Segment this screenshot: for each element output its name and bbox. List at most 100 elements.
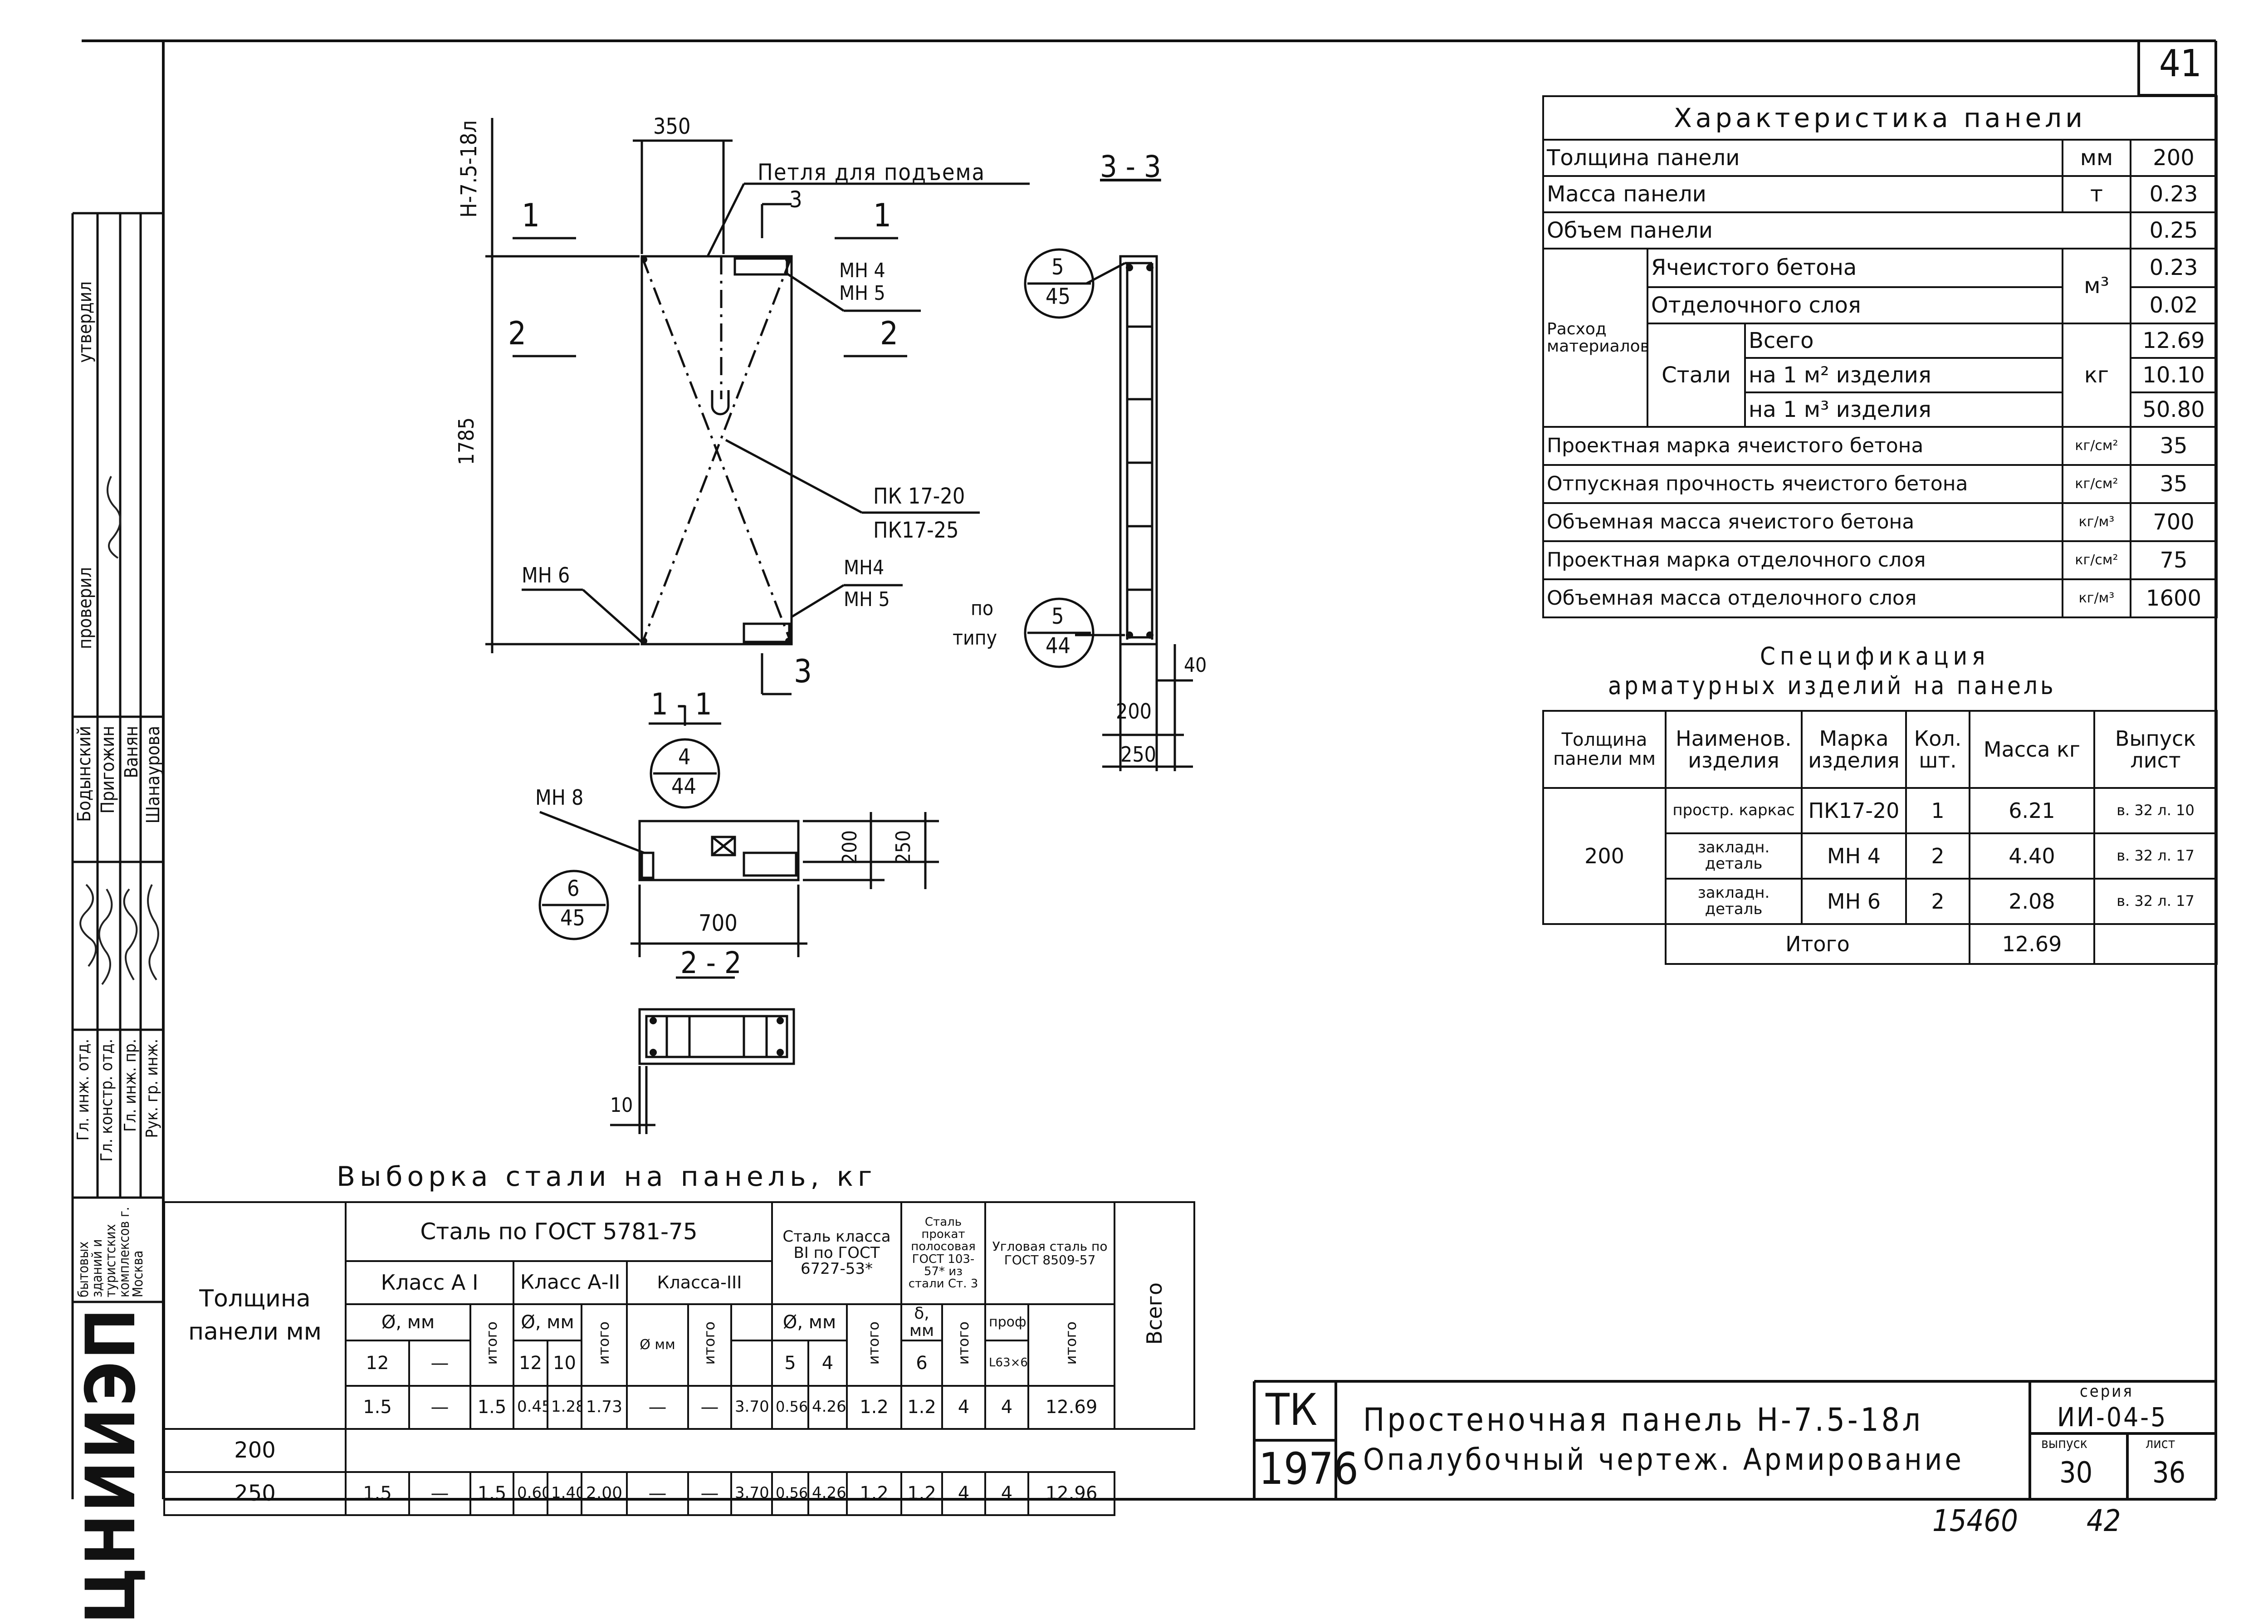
prop-4-unit: кг/м³ (2062, 578, 2131, 618)
page-number: 42 (2087, 1503, 2121, 1538)
r0-a3-tot: — (687, 1384, 732, 1430)
sub-a2-10: 10 (547, 1339, 582, 1387)
prop-0-value: 35 (2129, 426, 2218, 466)
cut-mark-1-left: 1 (522, 197, 540, 234)
callout-4-44-bottom: 44 (671, 774, 696, 799)
row-mass-value: 0.23 (2129, 175, 2218, 213)
title-line-1: Простеночная панель Н-7.5-18л (1363, 1401, 1923, 1438)
callout-5-44 (1024, 597, 1095, 668)
sub-b1-4: 4 (807, 1339, 848, 1387)
archive-number: 15460 (1932, 1503, 2018, 1538)
pk17-20-label: ПК 17-20 (873, 484, 965, 509)
spec-row-1-mark: МН 4 (1801, 832, 1907, 880)
materials-label: Расход материалов (1542, 248, 1648, 428)
prop-1-label: Отпускная прочность ячеистого бетона (1542, 464, 2063, 504)
angle-prof: проф (984, 1303, 1029, 1341)
prop-1-unit: кг/см² (2062, 464, 2131, 504)
callout-6-45 (538, 870, 609, 940)
mn5-bottom-label: МН 5 (844, 588, 890, 611)
spec-row-0-issue: в. 32 л. 10 (2093, 787, 2218, 834)
spec-row-2-issue: в. 32 л. 17 (2093, 878, 2218, 925)
row-volume-value: 0.25 (2129, 211, 2218, 249)
mn6-label: МН 6 (522, 563, 570, 587)
row-volume-label: Объем панели (1542, 211, 2131, 249)
cellular-concrete-label: Ячеистого бетона (1647, 248, 2063, 288)
dim-200-33: 200 (1116, 699, 1152, 724)
b1-diam: Ø, мм (771, 1303, 848, 1341)
mn4-bottom-label: МН4 (844, 556, 885, 579)
spec-row-1-issue: в. 32 л. 17 (2093, 832, 2218, 880)
row-thickness-value: 200 (2129, 139, 2218, 177)
steel-gost-group: Сталь по ГОСТ 5781-75 (345, 1201, 773, 1262)
spec-row-0-mass: 6.21 (1969, 787, 2095, 834)
row-thickness-label: Толщина панели (1542, 139, 2063, 177)
panel-drawing (485, 118, 1193, 1134)
r0-a2-12: 0.45 (513, 1384, 548, 1430)
sub-a1-12: 12 (345, 1339, 410, 1387)
prop-3-value: 75 (2129, 540, 2218, 580)
steel-per-m3-value: 50.80 (2129, 391, 2218, 428)
dim-250-33: 250 (1120, 742, 1156, 767)
dim-40: 40 (1184, 654, 1207, 677)
sub-a2-12: 12 (513, 1339, 548, 1387)
r0-a2-10: 1.28 (547, 1384, 582, 1430)
spec-row-0-mark: ПК17-20 (1801, 787, 1907, 834)
spec-row-0-name: простр. каркас (1665, 787, 1803, 834)
row-thickness-unit: мм (2062, 139, 2131, 177)
volume-unit: м³ (2062, 248, 2131, 324)
sub-flat-6: 6 (900, 1339, 943, 1387)
r1-a1-tot: 1.5 (469, 1471, 514, 1516)
steel-unit: кг (2062, 323, 2131, 428)
mn8-label: МН 8 (535, 785, 584, 810)
a2-itogo: итого (581, 1303, 628, 1387)
r1-ang-tot: 4 (984, 1471, 1029, 1516)
steel-flat: Сталь прокат полосовая ГОСТ 103-57* из с… (900, 1201, 986, 1305)
callout-5-44-bottom: 44 (1046, 633, 1070, 659)
spec-head-thickness: Толщина панели мм (1542, 710, 1667, 789)
tipu-label: типу (953, 626, 997, 650)
mn4-top-label: МН 4 (839, 259, 885, 282)
r0-total: 12.69 (1027, 1384, 1116, 1430)
callout-6-45-bottom: 45 (560, 905, 585, 931)
r0-a3: — (626, 1384, 689, 1430)
cut-mark-1-right: 1 (873, 197, 892, 234)
spec-thickness: 200 (1542, 787, 1667, 925)
steel-total-value: 12.69 (2129, 323, 2218, 359)
a3-diam: Ø мм (626, 1303, 689, 1387)
spec-row-1-name: закладн. деталь (1665, 832, 1803, 880)
r0-thk: 200 (163, 1428, 347, 1473)
r0-fl-tot: 1.2 (900, 1384, 943, 1430)
steel-per-m2-value: 10.10 (2129, 357, 2218, 393)
specification-table: Толщина панели мм Наименов. изделия Марк… (1542, 710, 2218, 965)
signatures (79, 476, 159, 985)
steel-class-a1: Класс А I (345, 1260, 514, 1305)
section-1-1-title: 1 - 1 (651, 687, 712, 722)
r1-ang: 4 (941, 1471, 986, 1516)
r1-fl-6: 1.2 (846, 1471, 902, 1516)
issue-label: выпуск (2041, 1436, 2087, 1452)
spec-total-value: 12.69 (1969, 923, 2095, 965)
spec-head-issue: Выпуск лист (2093, 710, 2218, 789)
spec-head-name: Наименов. изделия (1665, 710, 1803, 789)
spec-row-2-qty: 2 (1905, 878, 1970, 925)
characteristics-title: Характеристика панели (1542, 95, 2218, 141)
title-line-2: Опалубочный чертеж. Армирование (1363, 1442, 1964, 1477)
steel-total-header: Всего (1114, 1201, 1195, 1430)
pk17-25-label: ПК17-25 (873, 518, 959, 543)
dim-700: 700 (699, 910, 738, 936)
cut-mark-3-top: 3 (789, 186, 802, 213)
r1-a3: — (626, 1471, 689, 1516)
r0-fl-6: 1.2 (846, 1384, 902, 1430)
spec-row-0-qty: 1 (1905, 787, 1970, 834)
title-tk: ТК (1266, 1384, 1318, 1435)
r1-thk: 250 (163, 1471, 347, 1516)
callout-4-44-top: 4 (678, 744, 691, 770)
sub-a1-dash: — (408, 1339, 471, 1387)
steel-selection-table: Выборка стали на панель, кг Толщина пане… (163, 1152, 1195, 1516)
r0-b1-5: 3.70 (730, 1384, 773, 1430)
callout-5-45-top: 5 (1051, 254, 1064, 280)
prop-3-label: Проектная марка отделочного слоя (1542, 540, 2063, 580)
cut-mark-2-left: 2 (508, 315, 527, 352)
r1-a1-12: 1.5 (345, 1471, 410, 1516)
